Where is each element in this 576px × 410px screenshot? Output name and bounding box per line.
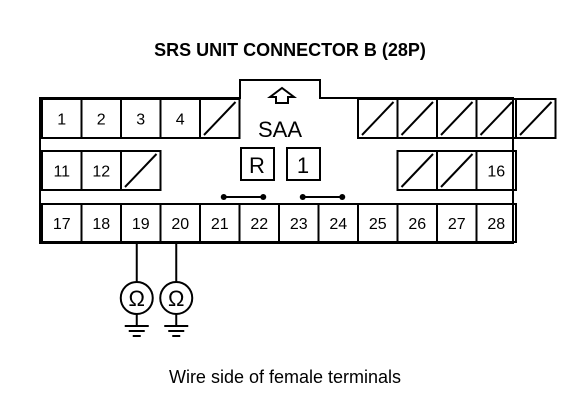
- connector-row-top: 1 2 3 4: [41, 98, 557, 139]
- blank-cavity-slash: [400, 153, 434, 188]
- connector-housing: [39, 79, 514, 244]
- blank-cavity: [515, 98, 557, 139]
- terminal-number: 24: [329, 216, 347, 233]
- blank-cavity: [120, 150, 162, 191]
- shorting-bar-end: [339, 194, 346, 200]
- lock-label: SAA: [258, 117, 302, 142]
- shorting-bar-end: [260, 194, 267, 200]
- terminal-number: 2: [97, 112, 106, 129]
- shorting-bars: [220, 194, 346, 200]
- blank-cavity-slash: [440, 153, 474, 188]
- terminal-number: 17: [53, 216, 71, 233]
- arrow-up-icon: [267, 86, 297, 104]
- terminal-number: 22: [250, 216, 268, 233]
- terminal-number: 21: [211, 216, 229, 233]
- blank-cavity: [199, 98, 241, 139]
- terminal-number: 4: [176, 112, 185, 129]
- diagram-title: SRS UNIT CONNECTOR B (28P): [154, 40, 426, 60]
- terminal-number: 1: [57, 112, 66, 129]
- terminal-number: 11: [53, 164, 70, 181]
- lock-tag-box: [286, 147, 321, 181]
- connector-row-middle: 11 12 16: [41, 150, 517, 191]
- terminal-number: 25: [369, 216, 387, 233]
- terminal-number: 19: [132, 216, 150, 233]
- connector-row-bottom: 17 18 19 20 21 22 23 24 25 26 27 28: [41, 203, 517, 243]
- terminal-number: 23: [290, 216, 308, 233]
- diagram-caption: Wire side of female terminals: [169, 367, 401, 387]
- terminal-cell: [475, 150, 517, 191]
- blank-cavity-slash: [440, 101, 474, 136]
- terminal-number: 16: [487, 164, 505, 181]
- terminal-cell: [475, 203, 517, 243]
- terminal-number: 12: [92, 164, 110, 181]
- blank-cavity-slash: [361, 101, 395, 136]
- blank-cavity-slash: [479, 101, 513, 136]
- blank-cavity-slash: [203, 101, 237, 136]
- lock-tab: SAA R 1: [240, 86, 321, 181]
- lock-tag-box: [240, 147, 275, 181]
- lock-tag: 1: [297, 153, 309, 178]
- blank-cavity-slash: [519, 101, 553, 136]
- ohm-symbol: Ω: [168, 286, 184, 311]
- terminal-number: 27: [448, 216, 466, 233]
- ohm-symbol: Ω: [129, 286, 145, 311]
- lock-tag: R: [249, 153, 265, 178]
- terminal-number: 3: [136, 112, 145, 129]
- blank-cavity-slash: [400, 101, 434, 136]
- terminal-number: 20: [171, 216, 189, 233]
- shorting-bar-end: [299, 194, 306, 200]
- terminal-number: 18: [92, 216, 110, 233]
- blank-cavity-slash: [124, 153, 158, 188]
- terminal-number: 28: [487, 216, 505, 233]
- terminal-number: 26: [408, 216, 426, 233]
- shorting-bar-end: [220, 194, 227, 200]
